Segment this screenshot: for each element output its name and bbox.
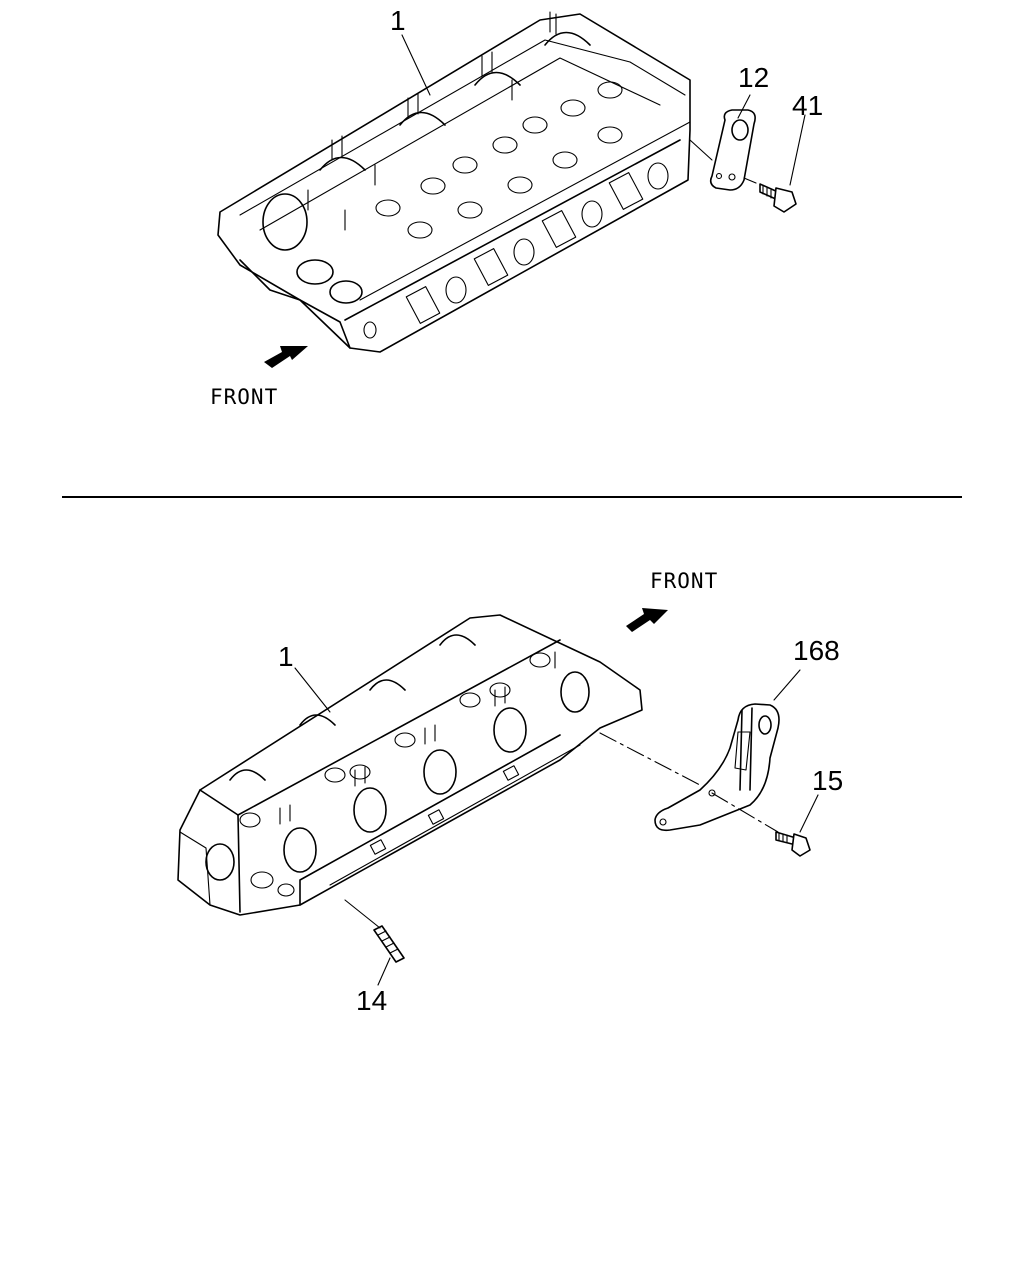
top-bolt-leader [789,114,806,186]
bracket-168-leader [773,669,801,701]
callout-168: 168 [793,635,840,666]
stud-14-leader [344,899,381,929]
callout-1-top: 1 [390,5,406,36]
callout-15: 15 [812,765,843,796]
top-front-label: FRONT [210,385,278,409]
callout-1-bottom: 1 [278,641,294,672]
top-front-arrow [264,346,308,368]
top-head-leader [401,34,431,96]
stud-14-label-leader [377,957,391,986]
callout-12: 12 [738,62,769,93]
bottom-head-leader [294,667,331,713]
top-bracket-part [689,109,756,191]
top-bracket-leader [737,94,751,119]
bolt-15-leader [799,794,819,833]
top-bolt-part [743,177,797,213]
top-cylinder-head [217,11,691,353]
callout-41: 41 [792,90,823,121]
bottom-cylinder-head [177,614,643,916]
bottom-bolt-part [775,831,811,857]
bolt-alignment-line [711,792,779,833]
bottom-front-label: FRONT [650,569,718,593]
callout-14: 14 [356,985,387,1016]
bottom-front-arrow [626,608,668,632]
bracket-alignment-line [599,732,701,786]
bottom-stud-part [373,925,405,963]
bottom-bracket-part [654,703,780,832]
